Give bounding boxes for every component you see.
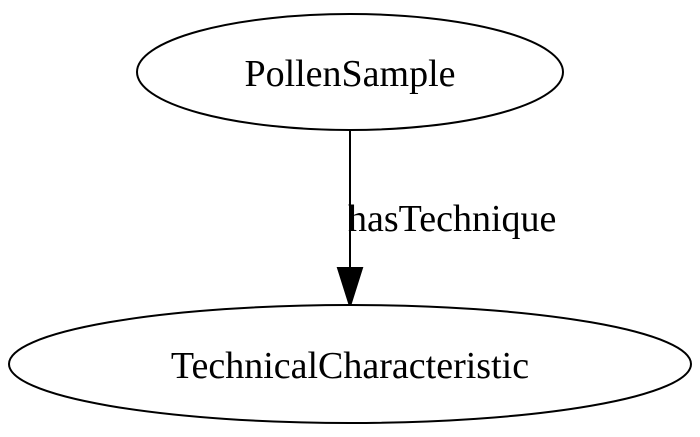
node-technical-characteristic-shape: [8, 304, 692, 424]
node-pollen-sample: PollenSample: [136, 13, 564, 131]
edge-arrowhead: [336, 267, 364, 310]
edge-has-technique-label: hasTechnique: [348, 198, 556, 240]
edge-has-technique: hasTechnique: [336, 130, 556, 310]
node-pollen-sample-label: PollenSample: [244, 53, 455, 95]
node-technical-characteristic: TechnicalCharacteristic: [8, 304, 692, 424]
node-technical-characteristic-label: TechnicalCharacteristic: [171, 345, 529, 387]
